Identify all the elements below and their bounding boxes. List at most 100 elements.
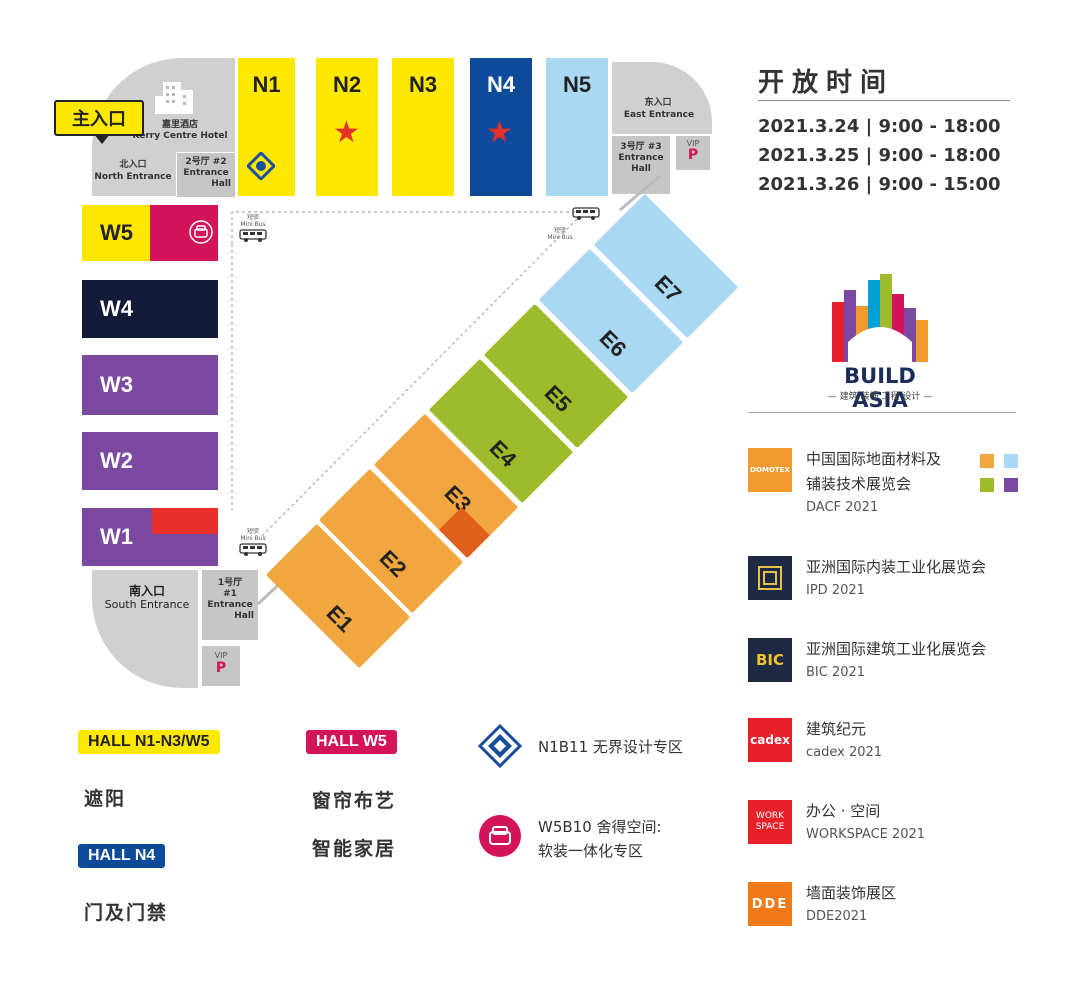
design-zone-marker-icon[interactable] (245, 150, 277, 182)
hall1-label-num: #1 (223, 589, 237, 599)
bus-icon (236, 228, 270, 247)
minibus-label-en: Mini Bus (240, 221, 266, 228)
exhibition-name-en: cadex 2021 (806, 745, 883, 760)
soft-space-label-1: W5B10 舍得空间: (538, 818, 662, 836)
hall-w5-label: W5 (100, 220, 133, 245)
exhibition-bic[interactable]: BIC 亚洲国际建筑工业化展览会 BIC 2021 (748, 638, 1038, 686)
exhibition-ipd[interactable]: 亚洲国际内装工业化展览会 IPD 2021 (748, 556, 1038, 604)
minibus-stop-bottom[interactable]: 短驳 Mini Bus (236, 526, 270, 561)
exhibition-cadex[interactable]: cadex 建筑纪元 cadex 2021 (748, 718, 1038, 766)
hours-time: 9:00 - 18:00 (878, 145, 1001, 166)
vip-label: VIP (686, 139, 700, 148)
hours-row: 2021.3.25 | 9:00 - 18:00 (758, 145, 1001, 166)
north-entrance-label-en: North Entrance (94, 172, 172, 182)
hotel-label-en: Kerry Centre Hotel (132, 131, 228, 141)
exhibition-name-en: IPD 2021 (806, 583, 865, 598)
bic-logo: BIC (748, 638, 792, 682)
logo-text: cadex (750, 733, 790, 747)
parking-label: P (215, 660, 227, 676)
north-entrance-label-cn: 北入口 (119, 160, 147, 170)
logo-text: BIC (755, 651, 785, 669)
build-asia-tagline: — 建筑 装饰 工程 设计 — (827, 392, 933, 402)
minibus-stop-top-left[interactable]: 短驳 Mini Bus (236, 212, 270, 247)
tag-hall-w5: HALL W5 (306, 730, 397, 754)
hall-w3-label: W3 (100, 372, 133, 397)
vip-label: VIP (214, 651, 228, 660)
hours-sep: | (865, 116, 879, 137)
exhibition-dde[interactable]: DDE 墙面装饰展区 DDE2021 (748, 882, 1038, 930)
hall-n5[interactable]: N5 (546, 58, 608, 196)
main-entrance-badge[interactable]: 主入口 (54, 100, 144, 136)
exhibition-name-en: DACF 2021 (806, 500, 879, 515)
hotel-icon (155, 78, 199, 114)
hall-w2-label: W2 (100, 448, 133, 473)
category-doors: 门及门禁 (84, 902, 169, 924)
logo-text: DDE (751, 896, 789, 912)
hall2-label-cn: 2号厅 #2 (185, 157, 227, 167)
hall-w4[interactable]: W4 (82, 280, 218, 338)
hall-e5-label: E5 (539, 380, 577, 417)
hours-row: 2021.3.24 | 9:00 - 18:00 (758, 116, 1001, 137)
domotex-logo: DOMOTEX (748, 448, 792, 492)
hours-time: 9:00 - 15:00 (878, 174, 1001, 195)
soft-space-marker-icon[interactable] (188, 219, 214, 245)
hall-e4-label: E4 (484, 435, 522, 472)
exhibition-workspace[interactable]: WORK SPACE 办公 · 空间 WORKSPACE 2021 (748, 800, 1038, 848)
divider (748, 412, 1016, 413)
swatch-green (980, 478, 994, 492)
hall-w1-label: W1 (100, 524, 133, 549)
minibus-stop-top-right[interactable]: 短驳 Mini Bus (540, 206, 604, 241)
hall-e6-label: E6 (594, 325, 632, 362)
minibus-label-cn: 短驳 (553, 227, 566, 234)
vip-parking-south[interactable]: VIP P (202, 646, 240, 686)
hall-w3[interactable]: W3 (82, 355, 218, 415)
hall3-label-en2: Hall (631, 164, 651, 174)
hall-n4-label: N4 (486, 72, 516, 97)
build-asia-logo (828, 272, 932, 364)
hours-sep: | (865, 145, 879, 166)
hall2-entrance: 2号厅 #2 Entrance Hall (176, 152, 236, 198)
hall-n3[interactable]: N3 (392, 58, 454, 196)
divider (758, 100, 1010, 101)
hotel-label-cn: 嘉里酒店 (161, 120, 198, 130)
hall-n1-label: N1 (252, 72, 281, 97)
hall-n4[interactable]: N4 (470, 58, 532, 196)
minibus-label-cn: 短驳 (246, 214, 259, 221)
swatch-orange (980, 454, 994, 468)
hall-n2[interactable]: N2 (316, 58, 378, 196)
category-sunshade: 遮阳 (84, 788, 127, 810)
vip-parking-east[interactable]: VIP P (676, 136, 710, 170)
hall2-label-en2: Hall (211, 179, 231, 189)
hours-row: 2021.3.26 | 9:00 - 15:00 (758, 174, 1001, 195)
soft-space-label-2: 软装一体化专区 (538, 842, 644, 860)
hall-e1-label: E1 (321, 600, 359, 637)
hall1-entrance: 1号厅 #1 Entrance Hall (202, 570, 258, 640)
hall-e2-label: E2 (374, 545, 412, 582)
hall-w1-highlight (152, 508, 218, 534)
swatch-purple (1004, 478, 1018, 492)
design-zone-icon (477, 723, 523, 769)
main-entrance-pointer (94, 134, 110, 144)
exhibition-name-cn-1: 中国国际地面材料及 (806, 450, 942, 468)
hall1-label-en1: Entrance (207, 600, 253, 610)
south-entrance-label-en: South Entrance (104, 598, 190, 611)
minibus-label-cn: 短驳 (246, 528, 259, 535)
east-entrance-label-en: East Entrance (623, 110, 695, 120)
workspace-logo: WORK SPACE (748, 800, 792, 844)
swatch-lightblue (1004, 454, 1018, 468)
hall2-label-en1: Entrance (183, 168, 229, 178)
exhibition-name-cn-2: 铺装技术展览会 (806, 475, 912, 493)
logo-text: DOMOTEX (750, 466, 790, 474)
east-entrance-label-cn: 东入口 (644, 98, 672, 108)
hall-w4-label: W4 (100, 296, 133, 321)
dde-logo: DDE (748, 882, 792, 926)
hall-e7-label: E7 (649, 270, 687, 307)
category-smart-home: 智能家居 (312, 838, 397, 860)
exhibition-name-cn: 建筑纪元 (806, 720, 867, 738)
hall-w1[interactable]: W1 (82, 508, 218, 566)
exhibition-dacf[interactable]: DOMOTEX 中国国际地面材料及 铺装技术展览会 DACF 2021 (748, 448, 1038, 520)
bus-icon (236, 542, 270, 561)
exhibition-name-cn: 办公 · 空间 (806, 802, 881, 820)
bus-icon (572, 206, 604, 225)
hall-w2[interactable]: W2 (82, 432, 218, 490)
